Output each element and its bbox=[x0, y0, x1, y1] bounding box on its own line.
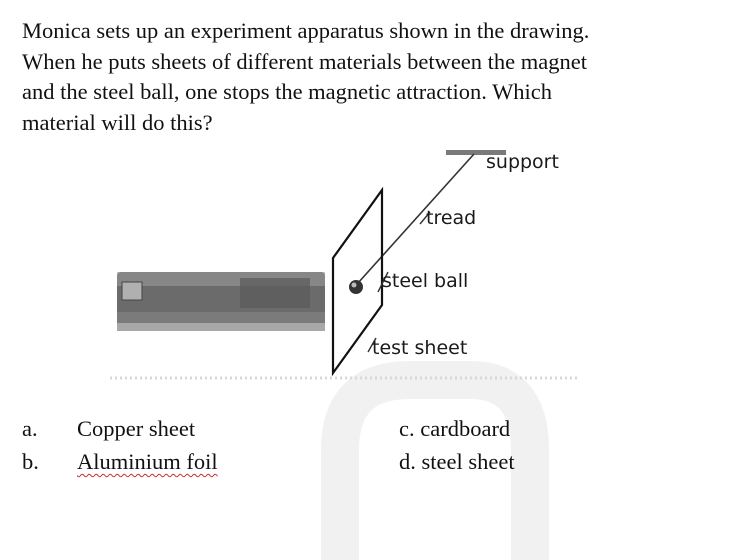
option-a-text: Copper sheet bbox=[77, 416, 196, 441]
test-sheet bbox=[331, 186, 384, 377]
thread-line bbox=[357, 153, 475, 284]
option-b-text: Aluminium foil bbox=[77, 449, 218, 474]
test-sheet-label: test sheet bbox=[372, 337, 468, 359]
option-b-letter: b. bbox=[22, 449, 39, 474]
steel-ball-label: steel ball bbox=[382, 270, 469, 292]
option-d-text: d. steel sheet bbox=[399, 449, 515, 474]
option-a-letter: a. bbox=[22, 416, 38, 441]
thread-pointer bbox=[419, 211, 431, 225]
question-line-4: material will do this? bbox=[22, 109, 213, 135]
sheet-pointer bbox=[367, 337, 377, 353]
support-label: support bbox=[486, 151, 559, 173]
question-text: Monica sets up an experiment apparatus s… bbox=[22, 16, 722, 138]
ball-pointer bbox=[377, 271, 389, 293]
question-line-1: Monica sets up an experiment apparatus s… bbox=[22, 18, 590, 43]
apparatus-figure bbox=[110, 150, 580, 380]
thread-label: tread bbox=[426, 207, 477, 229]
option-c-text: c. cardboard bbox=[399, 416, 511, 441]
question-line-2: When he puts sheets of different materia… bbox=[22, 48, 588, 74]
bar-magnet bbox=[117, 272, 325, 331]
steel-ball bbox=[349, 280, 363, 294]
support-bar bbox=[446, 150, 506, 155]
question-line-3: and the steel ball, one stops the magnet… bbox=[22, 79, 553, 104]
